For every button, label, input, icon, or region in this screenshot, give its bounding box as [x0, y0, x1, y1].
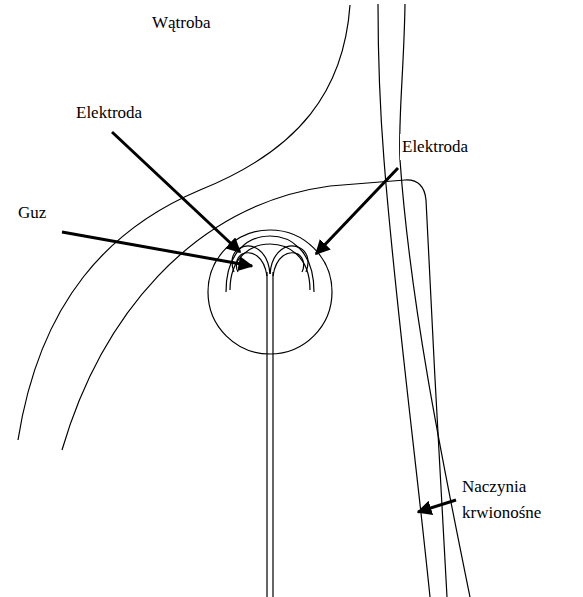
part-label: Elektroda	[400, 134, 470, 160]
part-label: Naczynia krwionośne	[460, 474, 560, 526]
callout-arrow	[316, 168, 398, 254]
liver-outline	[18, 5, 350, 440]
electrode-needle	[267, 272, 273, 597]
part-label: Elektroda	[74, 100, 144, 126]
callout-arrow	[112, 132, 240, 252]
liver-inner-outline	[62, 180, 447, 597]
organ-label: Wątroba	[150, 10, 213, 36]
callout-arrow	[418, 500, 456, 512]
callout-arrow	[62, 232, 252, 266]
blood-vessel	[378, 4, 430, 597]
part-label: Guz	[16, 200, 48, 226]
ablation-dome	[230, 244, 310, 290]
tumor-circle	[208, 230, 332, 354]
electrode-tine	[273, 253, 304, 276]
